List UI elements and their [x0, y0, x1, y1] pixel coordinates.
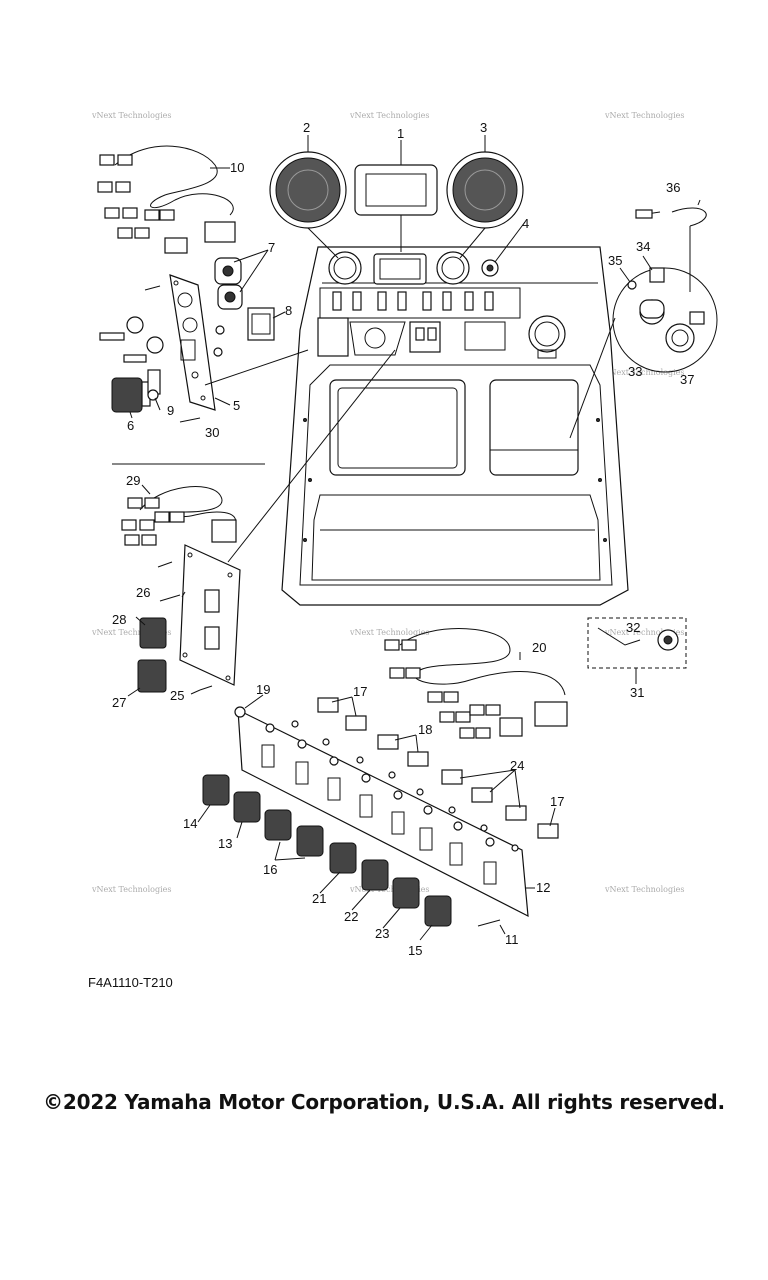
callout-13: 13 — [218, 836, 232, 851]
callout-5: 5 — [233, 398, 240, 413]
callout-36: 36 — [666, 180, 680, 195]
callout-26: 26 — [136, 585, 150, 600]
callout-16: 16 — [263, 862, 277, 877]
callout-33: 33 — [628, 364, 642, 379]
callout-7: 7 — [268, 240, 275, 255]
callout-4: 4 — [522, 216, 529, 231]
rocker-switches — [202, 774, 452, 927]
watermark: vNext Technologies — [604, 368, 684, 377]
console-body — [281, 246, 629, 606]
harness-29 — [121, 486, 237, 568]
callout-10: 10 — [230, 160, 244, 175]
watermark: vNext Technologies — [91, 885, 171, 894]
callout-37: 37 — [680, 372, 694, 387]
callout-18: 18 — [418, 722, 432, 737]
watermark: vNext Technologies — [349, 111, 429, 120]
meter-2 — [269, 151, 347, 229]
callouts: 1 2 3 4 5 6 7 8 9 10 11 12 13 14 15 16 1… — [112, 120, 694, 958]
callout-19: 19 — [256, 682, 270, 697]
callout-27: 27 — [112, 695, 126, 710]
callout-17b: 17 — [550, 794, 564, 809]
switch-row — [332, 291, 494, 311]
callout-35: 35 — [608, 253, 622, 268]
watermark: vNext Technologies — [604, 111, 684, 120]
callout-15: 15 — [408, 943, 422, 958]
panel-5 — [99, 257, 275, 423]
figure-code: F4A1110-T210 — [88, 975, 173, 990]
callout-25: 25 — [170, 688, 184, 703]
callout-34: 34 — [636, 239, 650, 254]
meter-3 — [446, 151, 524, 229]
watermark: vNext Technologies — [604, 628, 684, 637]
switch-27 — [137, 659, 167, 693]
callout-3: 3 — [480, 120, 487, 135]
copyright-notice: ©2022 Yamaha Motor Corporation, U.S.A. A… — [43, 1090, 725, 1114]
callout-8: 8 — [285, 303, 292, 318]
leader-lines — [127, 484, 556, 941]
callout-32: 32 — [626, 620, 640, 635]
callout-20: 20 — [532, 640, 546, 655]
callout-31: 31 — [630, 685, 644, 700]
switch-28 — [139, 617, 167, 649]
callout-21: 21 — [312, 891, 326, 906]
watermark: vNext Technologies — [349, 628, 429, 637]
callout-17a: 17 — [353, 684, 367, 699]
watermark: vNext Technologies — [604, 885, 684, 894]
callout-12: 12 — [536, 880, 550, 895]
callout-28: 28 — [112, 612, 126, 627]
callout-6: 6 — [127, 418, 134, 433]
callout-2: 2 — [303, 120, 310, 135]
callout-30: 30 — [205, 425, 219, 440]
socket-group — [612, 207, 718, 373]
watermarks: vNext Technologies vNext Technologies vN… — [91, 111, 684, 894]
callout-1: 1 — [397, 126, 404, 141]
harness-20 — [384, 628, 568, 739]
callout-29: 29 — [126, 473, 140, 488]
callout-22: 22 — [344, 909, 358, 924]
watermark: vNext Technologies — [91, 628, 171, 637]
callout-23: 23 — [375, 926, 389, 941]
callout-14: 14 — [183, 816, 197, 831]
watermark: vNext Technologies — [349, 885, 429, 894]
callout-11: 11 — [505, 932, 519, 947]
display-1 — [354, 164, 438, 216]
panel-12 — [234, 706, 529, 918]
callout-24: 24 — [510, 758, 524, 773]
watermark: vNext Technologies — [91, 111, 171, 120]
key-switch-box — [587, 617, 687, 669]
callout-9: 9 — [167, 403, 174, 418]
harness-10 — [97, 145, 236, 254]
panel-26 — [179, 544, 241, 686]
